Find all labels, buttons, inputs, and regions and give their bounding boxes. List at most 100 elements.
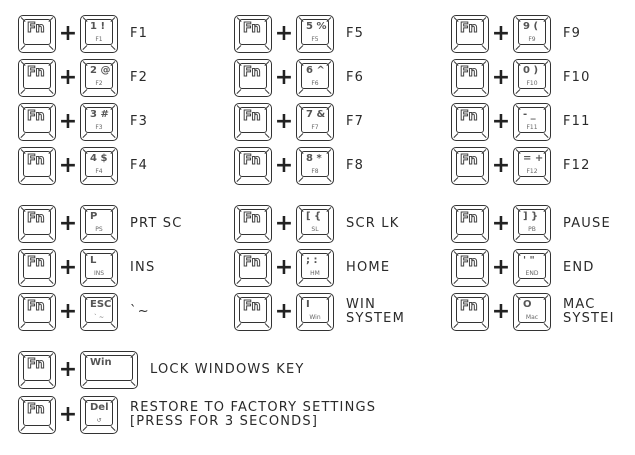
key-face: 5 %F5 bbox=[301, 19, 329, 45]
key-face: ] }PB bbox=[518, 209, 546, 235]
key-face: Fn bbox=[239, 209, 267, 235]
plus-sign: + bbox=[58, 65, 78, 90]
key-bevel-line bbox=[48, 425, 54, 431]
target-key: 3 #F3 bbox=[80, 103, 118, 141]
key-bevel-line bbox=[453, 278, 459, 284]
key-bevel-line bbox=[48, 61, 54, 67]
key-bevel-line bbox=[264, 207, 270, 213]
key-bevel-line bbox=[298, 44, 304, 50]
plus-sign: + bbox=[58, 21, 78, 46]
key-primary-legend: 0 ) bbox=[523, 65, 539, 76]
key-face: Fn bbox=[23, 19, 51, 45]
key-primary-legend: Del bbox=[90, 402, 109, 413]
key-bevel-line bbox=[110, 322, 116, 328]
key-bevel-line bbox=[481, 207, 487, 213]
key-bevel-line bbox=[20, 132, 26, 138]
key-function-legend: F5 bbox=[311, 36, 319, 43]
key-face: Fn bbox=[456, 297, 484, 323]
key-bevel-line bbox=[236, 322, 242, 328]
plus-sign: + bbox=[491, 299, 511, 324]
key-bevel-line bbox=[298, 149, 304, 155]
key-bevel-line bbox=[326, 234, 332, 240]
key-bevel-line bbox=[48, 278, 54, 284]
key-bevel-line bbox=[82, 295, 88, 301]
shortcut-row: Fn+ESC` ~`~ bbox=[18, 292, 150, 332]
fn-key: Fn bbox=[234, 205, 272, 243]
shortcut-result-label: PRT SC bbox=[130, 216, 183, 231]
fn-key-label: Fn bbox=[26, 402, 45, 418]
key-bevel-line bbox=[110, 17, 116, 23]
key-bevel-line bbox=[481, 132, 487, 138]
key-bevel-line bbox=[82, 322, 88, 328]
key-bevel-line bbox=[298, 322, 304, 328]
key-face: 2 @F2 bbox=[85, 63, 113, 89]
key-bevel-line bbox=[110, 207, 116, 213]
fn-key: Fn bbox=[18, 351, 56, 389]
key-bevel-line bbox=[453, 105, 459, 111]
key-bevel-line bbox=[515, 295, 521, 301]
plus-sign: + bbox=[58, 299, 78, 324]
key-bevel-line bbox=[298, 61, 304, 67]
key-primary-legend: 7 & bbox=[306, 109, 326, 120]
key-function-legend: F4 bbox=[95, 168, 103, 175]
shortcut-result-label: F7 bbox=[346, 114, 365, 129]
fn-key: Fn bbox=[234, 293, 272, 331]
key-bevel-line bbox=[326, 176, 332, 182]
key-bevel-line bbox=[48, 88, 54, 94]
key-bevel-line bbox=[326, 149, 332, 155]
key-primary-legend: Win bbox=[90, 357, 112, 368]
fn-key-label: Fn bbox=[26, 211, 45, 227]
target-key: Del↺ bbox=[80, 396, 118, 434]
key-primary-legend: 2 @ bbox=[90, 65, 111, 76]
key-bevel-line bbox=[20, 425, 26, 431]
key-face: Fn bbox=[239, 63, 267, 89]
fn-key-label: Fn bbox=[26, 299, 45, 315]
shortcut-result-label: SCR LK bbox=[346, 216, 400, 231]
fn-key-label: Fn bbox=[242, 21, 261, 37]
key-bevel-line bbox=[48, 207, 54, 213]
fn-key-label: Fn bbox=[459, 153, 478, 169]
key-bevel-line bbox=[515, 278, 521, 284]
key-bevel-line bbox=[543, 61, 549, 67]
key-bevel-line bbox=[48, 380, 54, 386]
key-bevel-line bbox=[82, 149, 88, 155]
shortcut-result-label: F11 bbox=[563, 114, 591, 129]
key-bevel-line bbox=[110, 251, 116, 257]
key-face: Fn bbox=[456, 253, 484, 279]
key-bevel-line bbox=[326, 17, 332, 23]
key-bevel-line bbox=[20, 88, 26, 94]
fn-key-label: Fn bbox=[459, 299, 478, 315]
key-face: 7 &F7 bbox=[301, 107, 329, 133]
fn-key-label: Fn bbox=[26, 255, 45, 271]
shortcut-result-label: MAC SYSTEI bbox=[563, 297, 615, 326]
key-bevel-line bbox=[236, 207, 242, 213]
fn-key: Fn bbox=[451, 293, 489, 331]
key-bevel-line bbox=[298, 234, 304, 240]
fn-key-label: Fn bbox=[26, 65, 45, 81]
target-key: 5 %F5 bbox=[296, 15, 334, 53]
key-face: Fn bbox=[456, 63, 484, 89]
key-primary-legend: I bbox=[306, 299, 310, 310]
key-bevel-line bbox=[20, 295, 26, 301]
key-bevel-line bbox=[543, 132, 549, 138]
key-face: Win bbox=[85, 355, 133, 381]
key-bevel-line bbox=[82, 61, 88, 67]
key-bevel-line bbox=[110, 425, 116, 431]
key-bevel-line bbox=[326, 88, 332, 94]
key-bevel-line bbox=[453, 61, 459, 67]
key-function-legend: END bbox=[525, 270, 539, 277]
fn-key-label: Fn bbox=[242, 109, 261, 125]
shortcut-result-label: HOME bbox=[346, 260, 391, 275]
key-bevel-line bbox=[110, 295, 116, 301]
key-bevel-line bbox=[481, 278, 487, 284]
plus-sign: + bbox=[491, 65, 511, 90]
key-bevel-line bbox=[481, 44, 487, 50]
